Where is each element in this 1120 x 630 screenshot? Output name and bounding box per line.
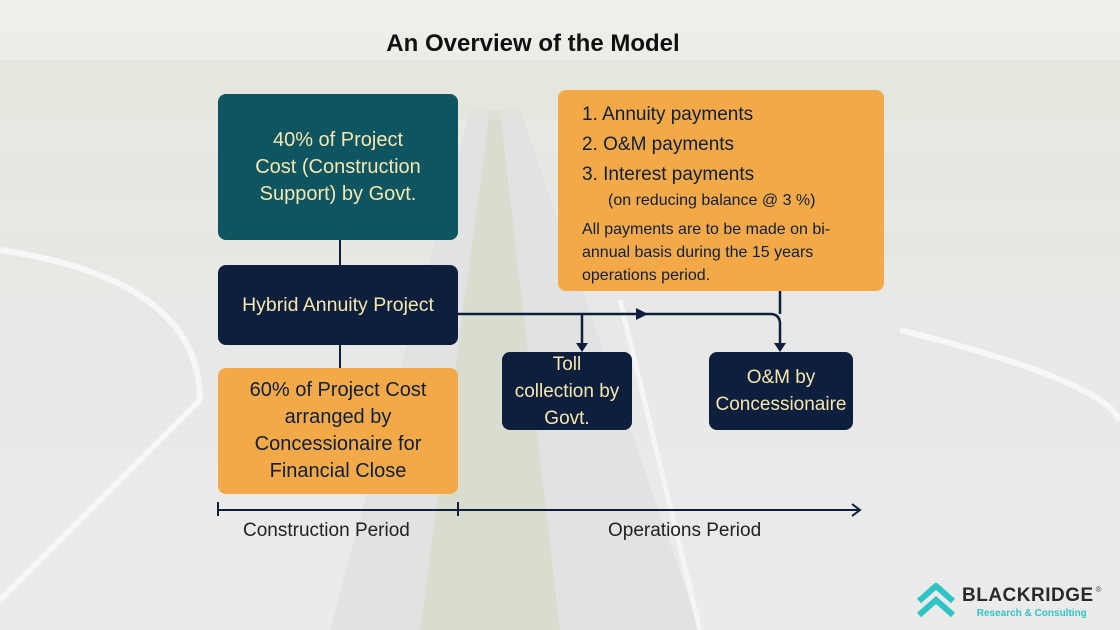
interest-note: (on reducing balance @ 3 %): [608, 192, 816, 209]
payment-item: 1. Annuity payments: [582, 104, 754, 125]
toll-collection-text: Toll collection by Govt.: [514, 353, 620, 429]
timeline-arrow-icon: [851, 503, 862, 517]
om-box: O&M by Concessionaire: [709, 352, 853, 430]
om-text: O&M by Concessionaire: [715, 367, 847, 415]
concessionaire-funding-box: 60% of Project Cost arranged by Concessi…: [218, 368, 458, 494]
construction-period-label: Construction Period: [243, 520, 410, 541]
logo-name: BLACKRIDGE: [962, 585, 1094, 606]
blackridge-logo-icon: [917, 583, 955, 618]
flow-arrow: [458, 312, 782, 345]
logo-name-row: BLACKRIDGE ®: [962, 586, 1102, 606]
toll-collection-box: Toll collection by Govt.: [502, 352, 632, 430]
arrow-head: [576, 343, 588, 352]
page-title: An Overview of the Model: [386, 30, 680, 57]
govt-support-box: 40% of Project Cost (Construction Suppor…: [218, 94, 458, 240]
operations-period-label: Operations Period: [608, 520, 762, 541]
arrow-head: [774, 343, 786, 352]
concessionaire-funding-text: 60% of Project Cost arranged by Concessi…: [249, 379, 427, 482]
hybrid-annuity-text: Hybrid Annuity Project: [242, 293, 434, 316]
arrow-head: [636, 308, 648, 320]
govt-support-text: 40% of Project Cost (Construction Suppor…: [255, 128, 421, 205]
hybrid-annuity-box: Hybrid Annuity Project: [218, 265, 458, 345]
logo-tagline: Research & Consulting: [976, 608, 1087, 619]
payments-box: 1. Annuity payments 2. O&M payments 3. I…: [558, 90, 884, 291]
payment-item: 2. O&M payments: [582, 134, 735, 155]
payment-item: 3. Interest payments: [582, 164, 755, 185]
logo-wordmark: BLACKRIDGE ® Research & Consulting: [962, 586, 1102, 620]
registered-mark: ®: [1095, 585, 1102, 594]
payments-note: All payments are to be made on bi-annual…: [582, 221, 831, 284]
